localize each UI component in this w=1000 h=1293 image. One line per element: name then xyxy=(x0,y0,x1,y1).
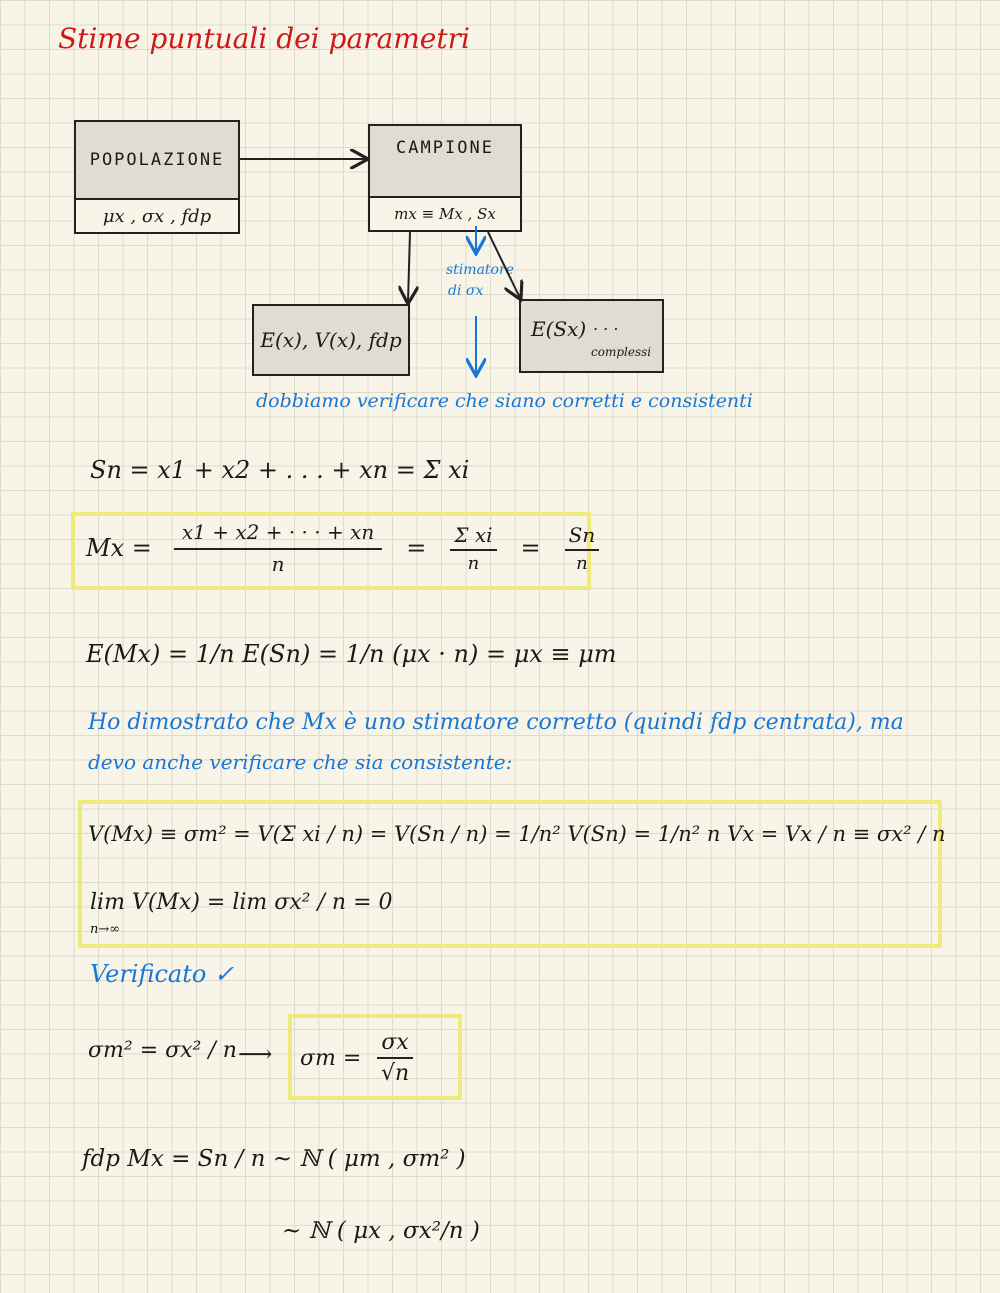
mx-fraction-3: Sn n xyxy=(564,523,600,574)
mx-numerator: x1 + x2 + · · · + xn xyxy=(173,520,383,550)
fdp-equation-1: fdp Mx = Sn / n ~ ℕ ( μm , σm² ) xyxy=(82,1146,466,1172)
esx-text: E(Sx) xyxy=(531,317,587,341)
sigma-result-lhs: σm = xyxy=(300,1045,362,1071)
mx-mid-numerator: Σ xi xyxy=(450,523,497,551)
stimatore-note-2: di σx xyxy=(448,283,484,299)
expectation-equation: E(Mx) = 1/n E(Sn) = 1/n (μx · n) = μx ≡ … xyxy=(86,640,617,668)
stimatore-note: stimatore xyxy=(446,262,514,278)
limit-equation: lim V(Mx) = lim σx² / n = 0 xyxy=(90,890,393,915)
limit-subscript: n→∞ xyxy=(90,922,121,937)
page-title: Stime puntuali dei parametri xyxy=(58,22,470,55)
sigma-result-fraction: σx √n xyxy=(377,1030,413,1086)
verificato-text: Verificato ✓ xyxy=(90,960,235,988)
ellipsis-text: . . . xyxy=(593,315,619,334)
variance-equation: V(Mx) ≡ σm² = V(Σ xi / n) = V(Sn / n) = … xyxy=(88,822,946,846)
note-line-2: devo anche verificare che sia consistent… xyxy=(88,750,513,774)
sigma-result: σm = σx √n xyxy=(300,1030,419,1086)
verify-note: dobbiamo verificare che siano corretti e… xyxy=(256,390,753,412)
mx-mid-denominator: n xyxy=(467,552,480,574)
sigma-arrow: ⟶ xyxy=(238,1040,273,1068)
campione-params: mx ≡ Mx , Sx xyxy=(368,196,522,232)
equals-sign: = xyxy=(406,534,427,562)
moments-box: E(x), V(x), fdp xyxy=(252,304,410,376)
sigma-result-denominator: √n xyxy=(380,1061,410,1086)
mx-denominator: n xyxy=(271,552,285,576)
note-line-1: Ho dimostrato che Mx è uno stimatore cor… xyxy=(88,710,904,735)
popolazione-label: POPOLAZIONE xyxy=(89,150,225,170)
complessi-text: complessi xyxy=(591,345,652,359)
sigma-highlight xyxy=(288,1014,462,1100)
arrow-camp-to-moments xyxy=(408,231,410,302)
mx-fraction-2: Σ xi n xyxy=(450,523,497,574)
variance-highlight xyxy=(78,800,942,948)
sn-equation: Sn = x1 + x2 + . . . + xn = Σ xi xyxy=(90,456,470,484)
equals-sign: = xyxy=(520,534,541,562)
campione-label: CAMPIONE xyxy=(396,138,494,158)
fdp-equation-2: ~ ℕ ( μx , σx²/n ) xyxy=(282,1218,480,1244)
mx-equation: Mx = x1 + x2 + · · · + xn n = Σ xi n = S… xyxy=(86,520,605,576)
popolazione-params: μx , σx , fdp xyxy=(74,198,240,234)
mx-lhs: Mx = xyxy=(86,534,152,562)
sigma-result-numerator: σx xyxy=(377,1030,413,1059)
arrow-camp-to-complex xyxy=(487,231,520,298)
mx-fraction-1: x1 + x2 + · · · + xn n xyxy=(173,520,383,576)
mx-right-denominator: n xyxy=(576,552,588,574)
mx-highlight xyxy=(71,512,591,590)
complex-box: E(Sx) . . . complessi xyxy=(519,299,664,373)
campione-box: CAMPIONE xyxy=(368,124,522,198)
sigma-squared-equation: σm² = σx² / n xyxy=(88,1038,237,1063)
mx-right-numerator: Sn xyxy=(564,523,600,551)
moments-text: E(x), V(x), fdp xyxy=(260,328,402,352)
popolazione-box: POPOLAZIONE xyxy=(74,120,240,200)
